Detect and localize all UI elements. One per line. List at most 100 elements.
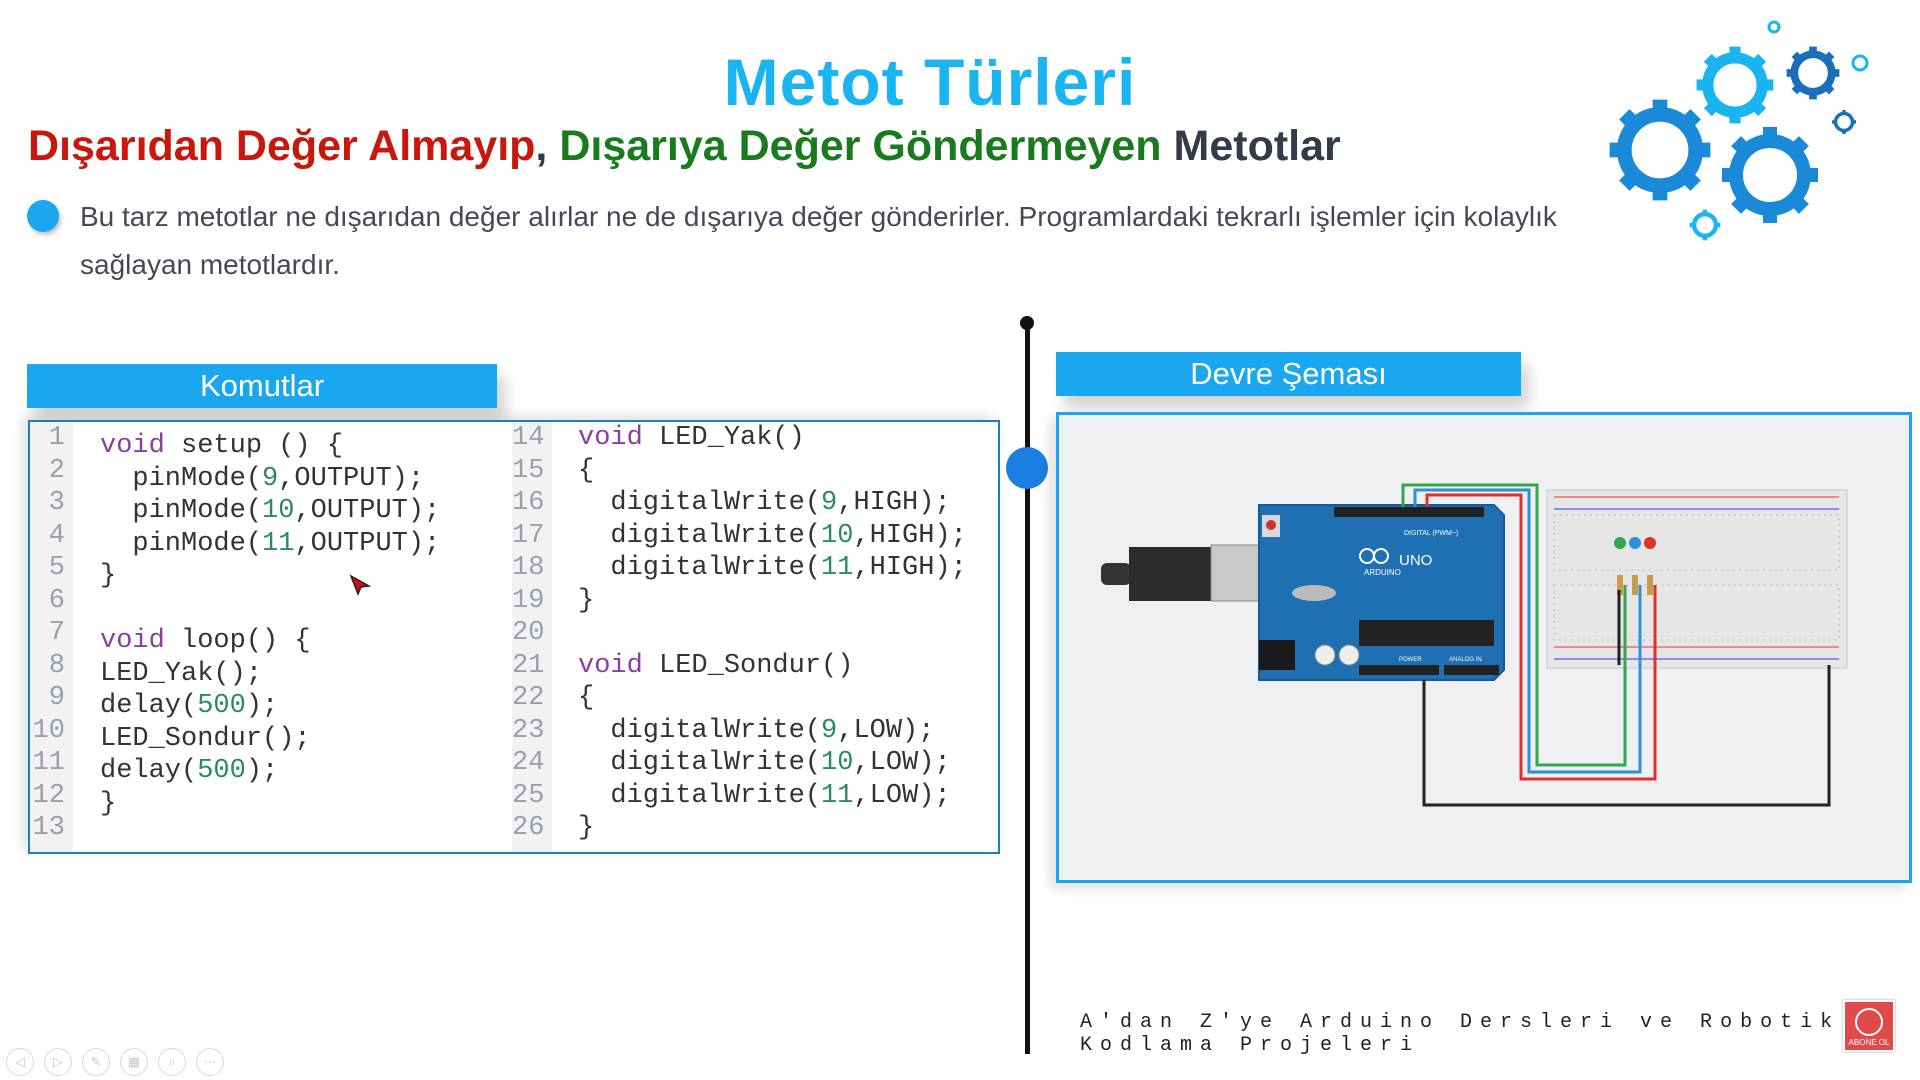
code-line: LED_Yak(); [100,658,440,691]
code-number: 9 [821,488,838,518]
board-brand: ARDUINO [1364,568,1401,577]
line-number: 1 [48,423,65,453]
code-line: delay(500); [100,755,440,788]
code-keyword: void [100,431,165,461]
code-number: 9 [821,715,838,746]
code-text: digitalWrite( [578,553,822,583]
code-text: } [100,788,117,819]
code-text: } [100,561,117,591]
code-text: } [578,813,595,843]
code-text: ,HIGH); [853,553,967,583]
code-text: digitalWrite( [578,780,822,811]
code-line: { [578,682,967,715]
line-number: 13 [32,813,65,843]
code-text: ); [245,691,279,721]
slides-grid-icon[interactable]: ▦ [120,1048,148,1076]
code-line: } [578,585,967,618]
line-number: 9 [48,683,65,713]
bullet-text: Bu tarz metotlar ne dışarıdan değer alır… [80,201,1557,280]
code-number: 500 [197,756,246,786]
line-number: 3 [48,488,65,518]
subscribe-button[interactable]: ABONE OL [1843,1000,1895,1052]
timeline-line [1025,322,1030,1054]
arduino-board-icon: DIGITAL (PWM~) UNO ARDUINO POWER ANALOG … [1258,504,1505,681]
zoom-icon[interactable]: ⌕ [158,1048,186,1076]
led-red-icon [1644,537,1656,549]
line-number: 6 [48,585,65,616]
code-text: delay( [100,756,198,786]
code-text: } [578,585,595,616]
code-text: LED_Sondur(); [100,723,311,754]
code-number: 10 [262,496,295,526]
slide-subtitle: Dışarıdan Değer Almayıp, Dışarıya Değer … [28,122,1341,171]
subtitle-part-2: Dışarıya Değer Göndermeyen [547,122,1162,170]
code-text: ,HIGH); [837,488,951,518]
code-line: digitalWrite(10,HIGH); [578,520,967,553]
code-text: LED_Yak() [642,423,805,453]
code-line: digitalWrite(10,LOW); [578,747,967,780]
code-line [100,593,440,626]
footer-text: A'dan Z'ye Arduino Dersleri ve Robotik K… [1080,1011,1841,1057]
board-logo: UNO [1399,552,1432,569]
wires [1401,483,1831,807]
code-text: LED_Yak(); [100,658,263,689]
slide-title: Metot Türleri [723,45,1137,119]
previous-slide-icon[interactable]: ◁ [6,1048,34,1076]
code-line: void setup () { [100,430,440,463]
code-line: void LED_Yak() [578,422,967,455]
subscribe-label: ABONE OL [1848,1038,1890,1047]
line-number: 14 [512,423,545,453]
code-line: void LED_Sondur() [578,650,967,683]
code-line: digitalWrite(9,LOW); [578,715,967,748]
line-number: 7 [48,618,65,648]
circuit-header: Devre Şeması [1056,352,1521,396]
code-block-left: void setup () { pinMode(9,OUTPUT); pinMo… [100,430,440,853]
code-line: digitalWrite(11,LOW); [578,780,967,813]
code-text: ,OUTPUT); [294,496,441,526]
code-line: LED_Sondur(); [100,723,440,756]
code-text: loop() { [164,626,311,656]
more-options-icon[interactable]: ⋯ [196,1048,224,1076]
code-text: setup () { [164,431,344,461]
code-number: 11 [262,528,295,559]
usb-cable-icon [1101,544,1264,602]
code-text: { [578,455,595,486]
code-line: } [578,812,967,845]
circuit-svg: DIGITAL (PWM~) UNO ARDUINO POWER ANALOG … [1101,483,1848,807]
line-number: 18 [512,553,545,583]
code-text: pinMode( [100,528,263,559]
digital-label: DIGITAL (PWM~) [1404,530,1458,537]
code-text: digitalWrite( [578,520,822,551]
pointer-cursor-icon [349,574,371,596]
line-number: 20 [512,618,545,648]
play-icon [1855,1008,1883,1036]
code-line: delay(500); [100,690,440,723]
code-text: pinMode( [100,463,263,494]
code-text: ,LOW); [853,780,951,811]
led-blue-icon [1629,537,1641,549]
code-text: ,HIGH); [853,520,967,551]
line-number: 10 [32,715,65,746]
code-line [578,617,967,650]
code-text: delay( [100,691,198,721]
code-number: 500 [197,691,246,721]
line-number: 24 [512,748,545,778]
code-text: pinMode( [100,496,263,526]
line-number: 15 [512,455,545,486]
code-keyword: void [578,423,643,453]
next-slide-icon[interactable]: ▷ [44,1048,72,1076]
pen-icon[interactable]: ✎ [82,1048,110,1076]
code-line: pinMode(9,OUTPUT); [100,463,440,496]
code-text: { [578,683,595,713]
code-text: LED_Sondur() [642,650,854,681]
line-number: 26 [512,813,545,843]
code-text: digitalWrite( [578,488,822,518]
line-number: 8 [48,650,65,681]
code-line: void loop() { [100,625,440,658]
line-number: 16 [512,488,545,518]
code-line: } [100,560,440,593]
code-line: pinMode(10,OUTPUT); [100,495,440,528]
code-text: ,OUTPUT); [278,463,425,494]
code-line [100,820,440,853]
